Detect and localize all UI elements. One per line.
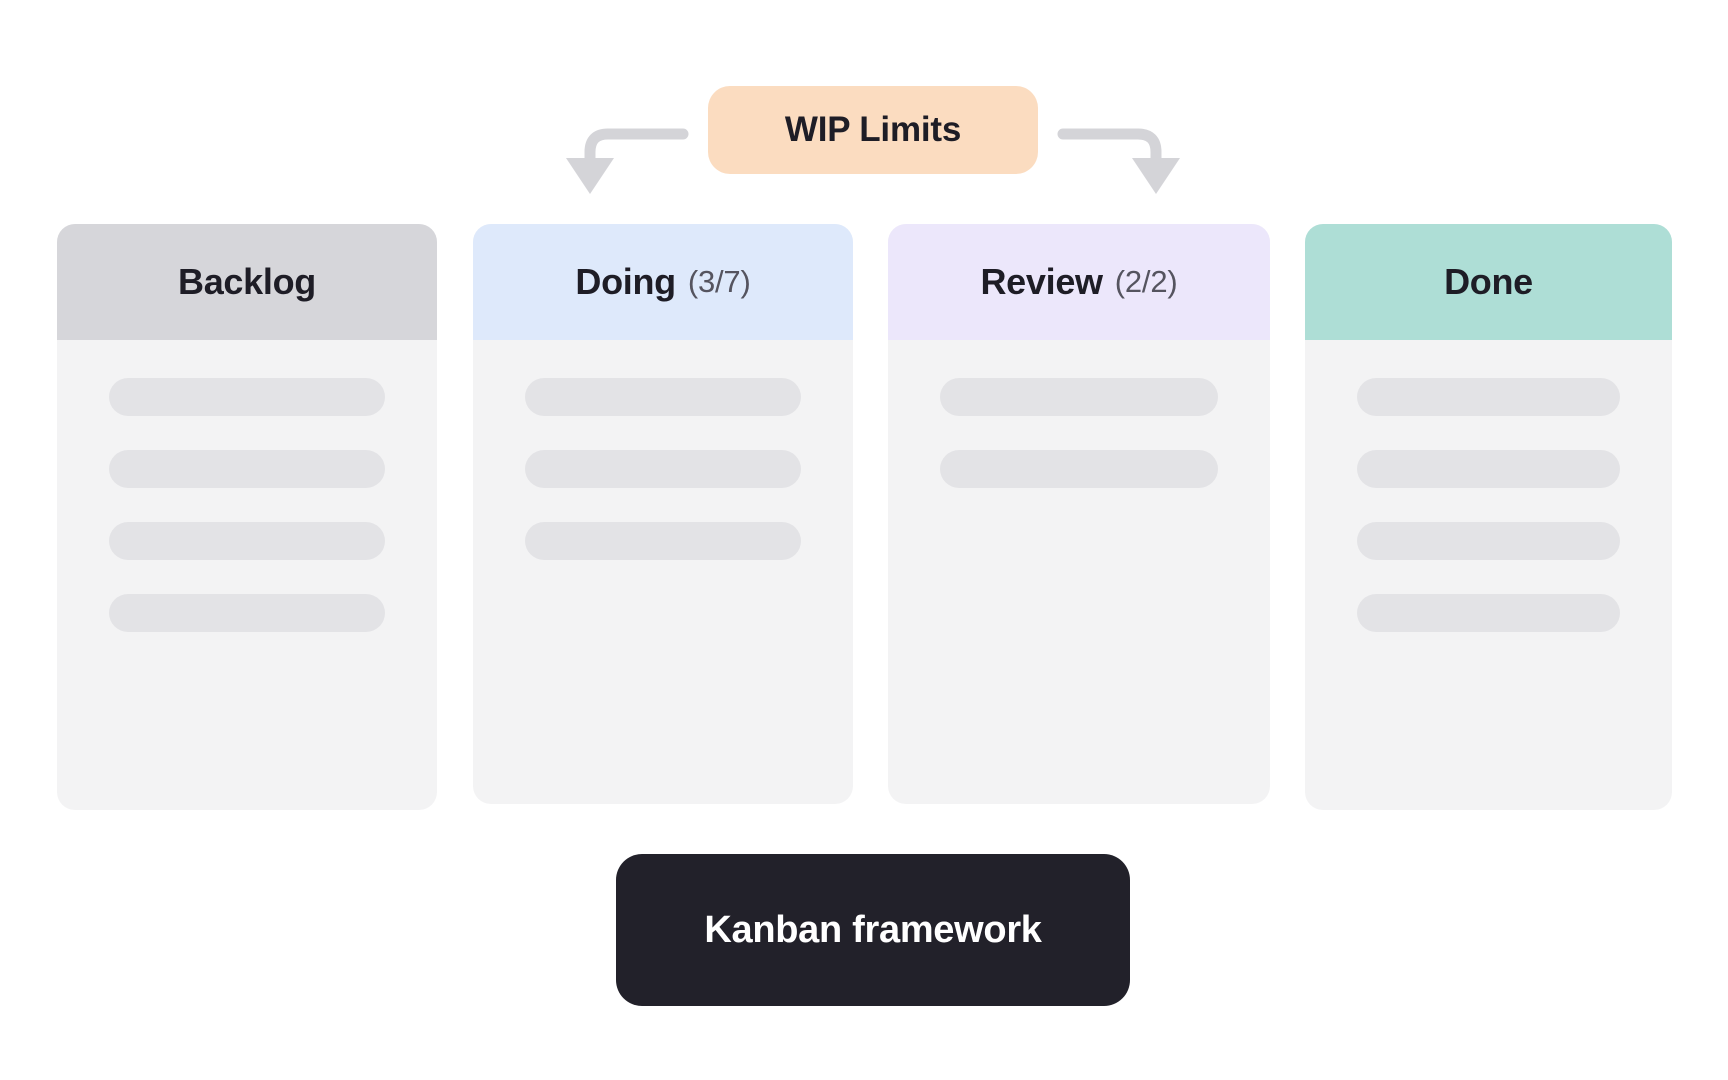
kanban-card[interactable] bbox=[940, 378, 1218, 416]
column-title-doing: Doing bbox=[575, 261, 676, 302]
kanban-card[interactable] bbox=[940, 450, 1218, 488]
kanban-column-done[interactable]: Done bbox=[1305, 224, 1672, 810]
kanban-column-backlog[interactable]: Backlog bbox=[57, 224, 437, 810]
kanban-card[interactable] bbox=[525, 378, 801, 416]
column-title-review: Review bbox=[980, 261, 1103, 302]
column-cards-doing bbox=[473, 340, 853, 804]
column-cards-done bbox=[1305, 340, 1672, 810]
kanban-card[interactable] bbox=[1357, 522, 1620, 560]
column-header-review: Review (2/2) bbox=[888, 224, 1270, 340]
column-header-done: Done bbox=[1305, 224, 1672, 340]
kanban-card[interactable] bbox=[1357, 378, 1620, 416]
column-header-backlog: Backlog bbox=[57, 224, 437, 340]
wip-limits-badge: WIP Limits bbox=[708, 86, 1038, 174]
diagram-caption: Kanban framework bbox=[616, 854, 1130, 1006]
wip-limits-callout: WIP Limits bbox=[0, 0, 1728, 210]
column-header-doing: Doing (3/7) bbox=[473, 224, 853, 340]
column-wip-count-doing: (3/7) bbox=[687, 264, 751, 299]
wip-limits-label: WIP Limits bbox=[784, 110, 962, 149]
kanban-card[interactable] bbox=[1357, 450, 1620, 488]
arrow-to-doing bbox=[566, 128, 689, 194]
diagram-caption-label: Kanban framework bbox=[704, 908, 1042, 951]
kanban-card[interactable] bbox=[109, 450, 385, 488]
column-title-backlog: Backlog bbox=[178, 261, 316, 302]
kanban-card[interactable] bbox=[525, 522, 801, 560]
kanban-card[interactable] bbox=[1357, 594, 1620, 632]
kanban-card[interactable] bbox=[109, 522, 385, 560]
kanban-card[interactable] bbox=[109, 594, 385, 632]
kanban-column-review[interactable]: Review (2/2) bbox=[888, 224, 1270, 804]
column-cards-backlog bbox=[57, 340, 437, 810]
column-wip-count-review: (2/2) bbox=[1114, 264, 1178, 299]
arrow-to-review bbox=[1057, 128, 1180, 194]
kanban-board: Backlog Doing (3/7) Review bbox=[57, 224, 1672, 814]
kanban-card[interactable] bbox=[525, 450, 801, 488]
column-cards-review bbox=[888, 340, 1270, 804]
kanban-card[interactable] bbox=[109, 378, 385, 416]
column-title-done: Done bbox=[1444, 261, 1533, 302]
kanban-column-doing[interactable]: Doing (3/7) bbox=[473, 224, 853, 804]
